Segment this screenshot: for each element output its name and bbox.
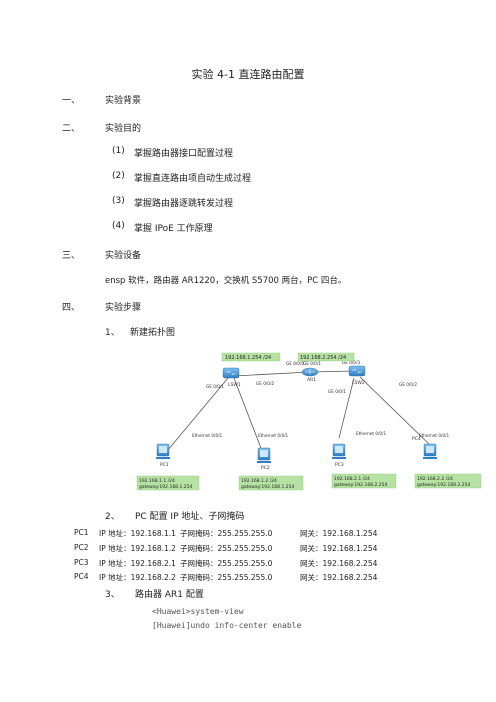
pc1-icon: [156, 443, 170, 459]
if-label-pc3-eth: Ethernet 0/0/1: [356, 431, 387, 436]
pc4-gw-text: gateway:192.168.2.254: [417, 482, 470, 488]
node-label-ar1: AR1: [307, 377, 316, 383]
section-2-number: 二、: [62, 124, 81, 134]
objective-1-number: (1): [112, 146, 125, 156]
section-3-heading: 实验设备: [105, 251, 142, 261]
equipment-text: ensp 软件，路由器 AR1220，交换机 S5700 两台，PC 四台。: [105, 276, 347, 286]
command-line-1: <Huawei>system-view: [152, 607, 244, 616]
section-1-heading: 实验背景: [105, 96, 142, 106]
section-4-heading: 实验步骤: [105, 303, 142, 313]
link-lsw2-pc4: [359, 376, 431, 446]
pc1-ip-text: 192.168.1.1 /24: [139, 478, 175, 484]
objective-2-text: 掌握直连路由项自动生成过程: [134, 174, 252, 184]
if-label-pc1-eth: Ethernet 0/0/1: [192, 433, 223, 438]
pc-config-row-4-gateway: 网关：192.168.2.254: [300, 573, 378, 582]
step-1-label: 新建拓扑图: [130, 328, 176, 338]
pc-config-row-3-gateway: 网关：192.168.2.254: [300, 559, 378, 568]
section-4-number: 四、: [62, 303, 81, 313]
pc-config-row-2-gateway: 网关：192.168.1.254: [300, 544, 378, 553]
pc4-ip-box: 192.168.2.2 /24 gateway:192.168.2.254: [414, 473, 482, 489]
pc-config-row-2-mask: 子网掩码：255.255.255.0: [180, 544, 273, 553]
switch-lsw1-icon: [222, 367, 240, 379]
pc3-icon: [332, 443, 346, 459]
gateway-ip-right-text: 192.168.2.254 /24: [300, 355, 346, 361]
pc3-ip-box: 192.168.2.1 /24 gateway:192.168.2.254: [331, 473, 397, 489]
gateway-ip-label-right: 192.168.2.254 /24: [297, 352, 355, 362]
pc2-ip-box: 192.168.1.2 /24 gateway:192.168.1.254: [238, 475, 304, 491]
pc-config-row-4-mask: 子网掩码：255.255.255.0: [180, 573, 273, 582]
node-label-pc3: PC3: [335, 462, 344, 468]
section-3-number: 三、: [62, 251, 81, 261]
if-label-pc4-eth: Ethernet 0/0/1: [419, 433, 450, 438]
if-label-lsw2-ge003: GE 0/0/3: [342, 360, 360, 365]
topology-links: [162, 370, 431, 457]
pc-config-row-3-ip: IP 地址：192.168.2.1: [99, 559, 176, 568]
objective-4-text: 掌握 IPoE 工作原理: [134, 224, 213, 234]
pc-config-row-1-ip: IP 地址：192.168.1.1: [99, 529, 176, 538]
pc1-ip-box: 192.168.1.1 /24 gateway:192.168.1.254: [136, 475, 200, 491]
pc4-ip-text: 192.168.2.2 /24: [417, 476, 453, 482]
node-label-pc1: PC1: [160, 462, 169, 468]
topology-diagram: GE 0/0/3 GE 0/0/0 GE 0/0/1 GE 0/0/3 GE 0…: [136, 352, 482, 491]
objective-1-text: 掌握路由器接口配置过程: [134, 149, 234, 159]
objective-3-number: (3): [112, 196, 125, 206]
step-2-label: PC 配置 IP 地址、子网掩码: [135, 512, 245, 522]
objective-2-number: (2): [112, 171, 125, 181]
pc2-ip-text: 192.168.1.2 /24: [241, 478, 277, 484]
step-3-label: 路由器 AR1 配置: [135, 590, 204, 600]
page-title: 实验 4-1 直连路由配置: [191, 68, 305, 81]
step-2-number: 2、: [105, 512, 120, 522]
objective-4-number: (4): [112, 221, 125, 231]
pc-config-row-4-name: PC4: [74, 572, 89, 581]
objective-3-text: 掌握路由器逐跳转发过程: [134, 199, 234, 209]
pc1-gw-text: gateway:192.168.1.254: [139, 484, 192, 490]
node-label-pc2: PC2: [261, 465, 270, 471]
if-label-lsw1-ge002: GE 0/0/2: [256, 381, 274, 386]
node-label-lsw1: LSW1: [228, 382, 241, 388]
gateway-ip-label-left: 192.168.1.254 /24: [221, 352, 281, 362]
if-label-ar1-ge000: GE 0/0/0: [286, 361, 304, 366]
pc4-icon: [423, 443, 437, 459]
section-2-heading: 实验目的: [105, 124, 142, 134]
gateway-ip-left-text: 192.168.1.254 /24: [225, 355, 271, 361]
pc-config-row-1-mask: 子网掩码：255.255.255.0: [180, 529, 273, 538]
pc2-icon: [257, 447, 271, 463]
link-lsw1-ar1: [233, 371, 311, 377]
if-label-ar1-ge001: GE 0/0/1: [303, 361, 321, 366]
pc-config-row-3-name: PC3: [74, 558, 89, 567]
if-label-lsw2-ge002: GE 0/0/2: [399, 382, 417, 387]
switch-lsw2-icon: [348, 365, 366, 377]
pc-config-row-2-ip: IP 地址：192.168.1.2: [99, 544, 176, 553]
pc2-gw-text: gateway:192.168.1.254: [241, 484, 294, 490]
section-1-number: 一、: [62, 96, 81, 106]
step-1-number: 1、: [105, 328, 120, 338]
pc-config-row-1-name: PC1: [74, 528, 89, 537]
step-3-number: 3、: [105, 590, 120, 600]
if-label-lsw2-ge001: GE 0/0/1: [328, 389, 346, 394]
link-lsw1-pc1: [162, 377, 229, 457]
command-line-2: [Huawei]undo info-center enable: [152, 621, 302, 630]
pc3-gw-text: gateway:192.168.2.254: [334, 482, 387, 488]
link-lsw1-pc2: [233, 377, 265, 457]
pc-config-row-4-ip: IP 地址：192.168.2.2: [99, 573, 176, 582]
router-ar1-icon: [301, 367, 319, 377]
node-label-pc4: PC4: [412, 436, 421, 442]
link-lsw2-pc3: [338, 377, 355, 439]
node-label-lsw2: LSW2: [352, 380, 365, 386]
pc-config-row-1-gateway: 网关：192.168.1.254: [300, 529, 378, 538]
pc-config-row-3-mask: 子网掩码：255.255.255.0: [180, 559, 273, 568]
pc-config-row-2-name: PC2: [74, 543, 89, 552]
pc3-ip-text: 192.168.2.1 /24: [334, 476, 370, 482]
if-label-lsw1-ge001: GE 0/0/1: [206, 384, 224, 389]
if-label-pc2-eth: Ethernet 0/0/1: [258, 433, 289, 438]
